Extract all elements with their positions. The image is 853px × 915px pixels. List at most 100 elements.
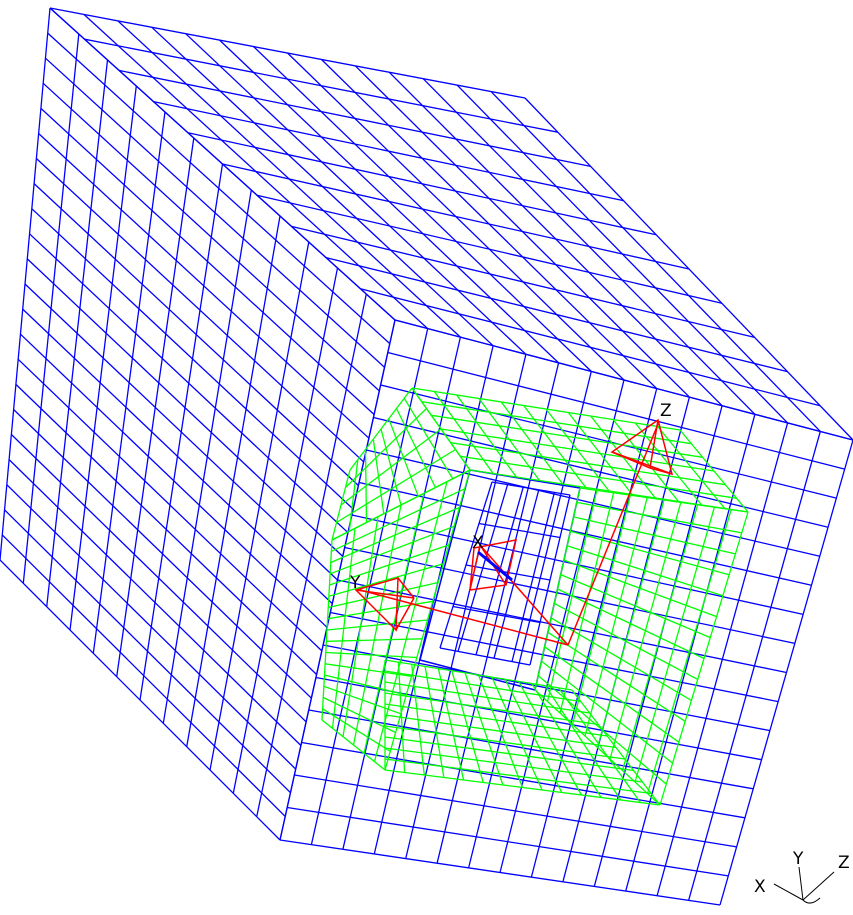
outer-front-face-grid — [380, 384, 837, 499]
inner-bottom-band-grid — [384, 736, 634, 772]
outer-front-face-grid — [287, 806, 729, 877]
outer-front-face-grid — [358, 481, 812, 586]
inner-box-mesh — [321, 387, 749, 806]
outer-left-face-grid — [42, 82, 380, 392]
outer-left-face-grid — [35, 158, 365, 463]
local-coordinate-triad: Z Y X — [349, 401, 674, 646]
inner-right-band-grid — [576, 501, 742, 534]
outer-front-face-grid — [301, 741, 746, 819]
outer-left-face-grid — [4, 509, 291, 794]
inner-right-band-grid — [553, 602, 699, 680]
inner-right-band-grid — [563, 559, 717, 618]
outer-left-face-grid — [17, 358, 323, 652]
outer-left-face-grid — [8, 459, 302, 746]
inner-left-band-grid — [330, 506, 460, 564]
outer-front-face-grid — [308, 709, 754, 790]
outer-top-face-grid — [84, 38, 558, 133]
inner-top-band-grid — [440, 428, 715, 472]
local-z-label: Z — [660, 401, 672, 421]
outer-left-face-grid — [20, 333, 328, 628]
inner-right-band-grid — [547, 631, 686, 722]
inner-left-band-grid — [328, 581, 439, 609]
outer-left-face-grid — [15, 383, 318, 675]
inner-bottom-band-grid — [384, 692, 599, 726]
outer-top-face-grid — [325, 256, 788, 373]
outer-left-face-grid — [31, 208, 354, 510]
outer-front-face-grid — [330, 611, 779, 703]
outer-top-face-grid — [118, 69, 591, 168]
inner-left-band-grid — [323, 685, 402, 715]
inner-right-band-grid — [534, 689, 661, 806]
outer-left-face-grid — [6, 484, 297, 770]
outer-left-face-grid — [26, 258, 344, 557]
inner-top-band-grid — [431, 414, 703, 458]
outer-front-face-grid — [387, 351, 845, 470]
local-z-axis-line — [567, 423, 659, 646]
inner-right-band-grid — [566, 545, 724, 597]
inner-top-band-grid — [421, 401, 692, 445]
inner-top-band-grid — [460, 455, 737, 499]
global-origin-hook — [802, 897, 821, 904]
inner-right-band-grid — [560, 574, 711, 639]
inner-left-band-grid — [321, 719, 386, 771]
local-z-arrowhead-icon — [610, 418, 674, 476]
inner-left-band-grid — [329, 544, 450, 586]
outer-left-face-grid — [33, 183, 359, 486]
outer-left-face-grid — [29, 233, 349, 534]
inner-corner-grid — [388, 418, 419, 497]
global-y-label: Y — [792, 849, 804, 869]
inner-left-band-grid — [326, 619, 428, 631]
outer-left-face-grid — [10, 434, 307, 723]
outer-left-face-grid — [22, 308, 333, 605]
local-x-label: X — [472, 533, 484, 553]
outer-left-face-grid — [13, 409, 312, 699]
inner-left-band-grid — [331, 488, 465, 552]
inner-right-band-grid — [579, 487, 749, 513]
global-x-label: X — [754, 877, 766, 897]
outer-front-face-grid — [373, 416, 829, 528]
inner-corner-grid — [403, 397, 454, 480]
inner-bottom-band-grid — [384, 758, 652, 795]
inner-right-band-grid — [544, 646, 680, 743]
inner-corner-grid — [411, 387, 471, 471]
inner-left-band-grid — [328, 563, 444, 597]
cavity-inner-grid — [478, 522, 561, 539]
inner-bottom-band-grid — [384, 681, 590, 714]
cavity-inner-grid — [439, 647, 531, 666]
inner-bottom-band-grid — [384, 725, 625, 760]
outer-left-face-grid — [38, 133, 370, 439]
inner-right-band-grid — [557, 588, 705, 660]
inner-top-band-grid — [450, 442, 726, 486]
outer-front-face-grid — [366, 449, 820, 557]
outer-top-face-grid — [256, 194, 722, 304]
outer-top-face-grid — [153, 100, 624, 202]
inner-corner-grid — [348, 459, 359, 532]
outer-box-mesh — [0, 7, 853, 906]
inner-corner-grid — [331, 469, 351, 541]
outer-left-face-grid — [24, 283, 338, 581]
outer-top-face-grid — [222, 163, 690, 270]
inner-right-band-grid — [550, 617, 692, 701]
inner-right-band-grid — [541, 660, 673, 764]
inner-left-band-grid — [324, 674, 407, 696]
inner-bottom-band-grid — [384, 714, 617, 749]
inner-right-band-grid — [537, 675, 667, 785]
inner-top-band-grid — [411, 387, 681, 431]
inner-left-band-grid — [322, 708, 391, 752]
global-z-axis-line — [802, 871, 835, 901]
outer-front-face-grid — [294, 774, 737, 848]
outer-front-face-grid — [279, 839, 721, 906]
outer-top-face-grid — [360, 288, 821, 407]
inner-corner-grid — [395, 408, 437, 488]
inner-corner-grid — [372, 439, 385, 514]
global-y-axis-line — [798, 866, 804, 901]
local-y-label: Y — [349, 573, 361, 593]
inner-corner-grid — [364, 449, 368, 523]
inner-left-band-grid — [325, 663, 412, 677]
inner-left-band-grid — [323, 696, 396, 734]
outer-top-face-grid — [187, 132, 657, 236]
local-x-arrowhead-icon — [469, 539, 517, 591]
outer-left-face-grid — [47, 32, 391, 345]
